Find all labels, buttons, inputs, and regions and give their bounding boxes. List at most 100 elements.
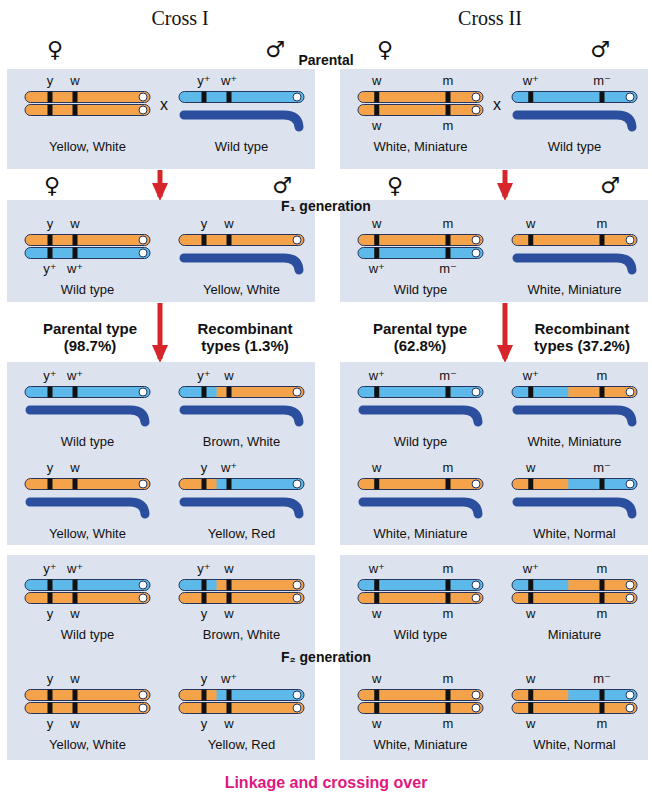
x-chromosome	[358, 248, 483, 259]
cross-panel: wmw⁺m⁻Wild typewmWhite, Miniature	[340, 200, 648, 302]
gene-label: w	[224, 562, 233, 576]
gene-label: w	[526, 672, 535, 686]
x-chromosome	[358, 593, 483, 604]
x-chromosome	[179, 703, 304, 714]
sex-symbol: ♀	[44, 173, 60, 198]
phenotype-label: White, Normal	[533, 527, 615, 541]
phenotype-label: Wild type	[61, 283, 114, 297]
sex-symbol: ♂	[600, 173, 620, 198]
x-chromosome	[512, 235, 637, 246]
cross-sign: x	[493, 96, 501, 114]
x-chromosome	[179, 92, 304, 103]
gene-label: w⁺	[523, 562, 539, 576]
phenotype-label: Wild type	[548, 140, 601, 154]
y-chromosome	[184, 502, 299, 514]
gene-label: w	[372, 717, 381, 731]
y-chromosome	[184, 410, 299, 422]
gene-label: w	[372, 672, 381, 686]
x-chromosome	[179, 387, 304, 398]
gene-label: m	[443, 717, 454, 731]
x-chromosome	[512, 92, 637, 103]
type-percentage: Parental type (62.8%)	[355, 320, 485, 355]
sex-symbol: ♂	[272, 173, 292, 198]
y-chromosome	[363, 410, 478, 422]
type-percentage: Parental type (98.7%)	[25, 320, 155, 355]
cross-panel: wmwmWhite, Miniaturexw⁺m⁻Wild type	[340, 69, 648, 169]
gene-label: y	[47, 217, 54, 231]
chromosome-drawing	[7, 362, 315, 545]
phenotype-label: Yellow, Red	[208, 527, 275, 541]
x-chromosome	[25, 703, 150, 714]
gene-label: m	[597, 717, 608, 731]
gene-label: w	[70, 607, 79, 621]
phenotype-label: White, Miniature	[374, 140, 468, 154]
x-chromosome	[179, 690, 304, 701]
gene-label: m⁻	[439, 262, 457, 276]
gene-label: w	[526, 217, 535, 231]
sex-symbol: ♀	[47, 37, 63, 62]
gene-label: m⁻	[593, 74, 611, 88]
x-chromosome	[512, 703, 637, 714]
gene-label: w	[372, 607, 381, 621]
x-chromosome	[512, 387, 637, 398]
type-percentage: Recombinant types (1.3%)	[180, 320, 310, 355]
gene-label: m	[597, 217, 608, 231]
gene-label: w	[372, 461, 381, 475]
gene-label: w	[70, 461, 79, 475]
gene-label: y⁺	[43, 369, 56, 383]
x-chromosome	[358, 580, 483, 591]
gene-label: w⁺	[369, 562, 385, 576]
x-chromosome	[25, 235, 150, 246]
y-chromosome	[517, 502, 632, 514]
phenotype-label: White, Normal	[533, 738, 615, 752]
gene-label: w	[224, 607, 233, 621]
gene-label: w⁺	[221, 461, 237, 475]
gene-label: y	[47, 672, 54, 686]
phenotype-label: Yellow, White	[203, 283, 280, 297]
gene-label: w⁺	[523, 74, 539, 88]
gene-label: w⁺	[369, 262, 385, 276]
gene-label: y	[201, 672, 208, 686]
gene-label: m	[443, 461, 454, 475]
phenotype-label: Yellow, White	[49, 738, 126, 752]
y-chromosome	[184, 258, 299, 270]
gene-label: m⁻	[593, 672, 611, 686]
gene-label: m	[443, 562, 454, 576]
gene-label: w	[372, 119, 381, 133]
y-chromosome	[517, 258, 632, 270]
x-chromosome	[25, 580, 150, 591]
phenotype-label: White, Miniature	[528, 435, 622, 449]
gene-label: w	[526, 607, 535, 621]
gene-label: w	[224, 717, 233, 731]
generation-label: F₁ generation	[281, 198, 371, 214]
generation-arrow	[503, 170, 508, 197]
gene-label: w	[70, 672, 79, 686]
phenotype-label: White, Miniature	[374, 527, 468, 541]
gene-label: w	[372, 217, 381, 231]
cross-sign: x	[160, 96, 168, 114]
phenotype-label: Wild type	[61, 435, 114, 449]
gene-label: w⁺	[523, 369, 539, 383]
phenotype-label: Wild type	[394, 435, 447, 449]
gene-label: y	[47, 461, 54, 475]
x-chromosome	[25, 248, 150, 259]
gene-label: y	[201, 717, 208, 731]
gene-label: m	[597, 562, 608, 576]
gene-label: w	[224, 369, 233, 383]
gene-label: w	[224, 217, 233, 231]
chromosome-drawing	[340, 362, 648, 545]
phenotype-label: White, Miniature	[374, 738, 468, 752]
gene-label: y⁺	[43, 562, 56, 576]
x-chromosome	[25, 105, 150, 116]
cross-panel: w⁺mwmWild typew⁺mwmMiniaturewmwmWhite, M…	[340, 555, 648, 760]
generation-arrow	[503, 303, 508, 359]
x-chromosome	[358, 105, 483, 116]
cross-panel: w⁺m⁻Wild typew⁺mWhite, MiniaturewmWhite,…	[340, 362, 648, 545]
gene-label: w⁺	[67, 562, 83, 576]
generation-arrow	[158, 303, 163, 359]
gene-label: w	[526, 461, 535, 475]
gene-label: y	[201, 461, 208, 475]
y-chromosome	[363, 502, 478, 514]
gene-label: w⁺	[221, 672, 237, 686]
